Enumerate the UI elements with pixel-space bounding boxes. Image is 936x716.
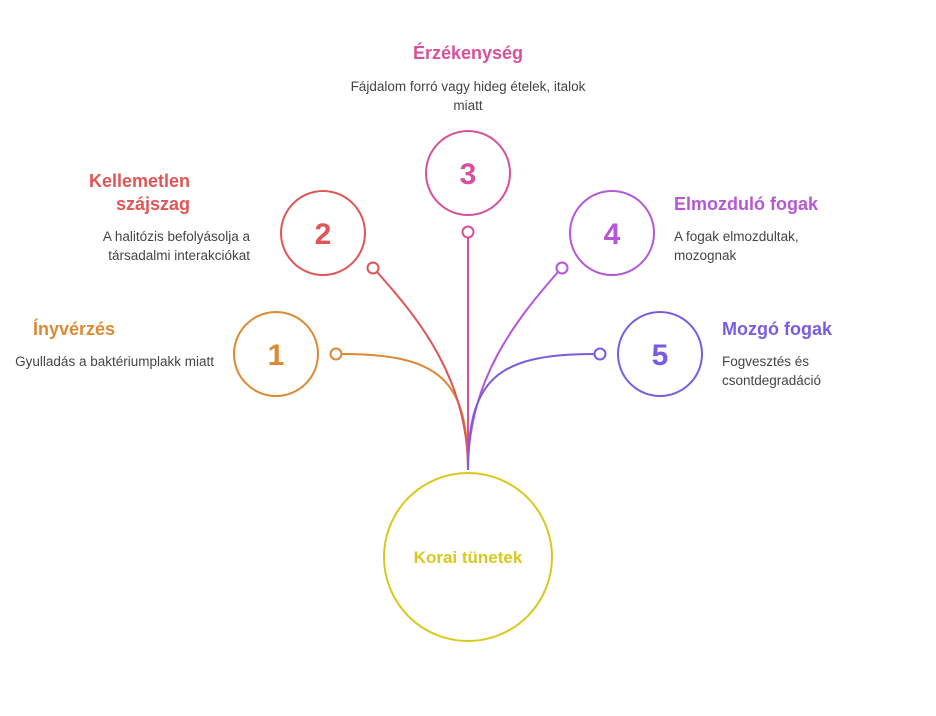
node-circle-4 bbox=[569, 190, 655, 276]
node-number-3: 3 bbox=[460, 158, 477, 191]
node-circle-3 bbox=[425, 130, 511, 216]
anchor-dot-3 bbox=[461, 225, 475, 239]
node-number-2: 2 bbox=[315, 218, 332, 251]
item-5-title: Mozgó fogak bbox=[722, 319, 832, 339]
item-4-description: A fogak elmozdultak, mozognak bbox=[674, 229, 799, 263]
node-number-5: 5 bbox=[652, 339, 669, 372]
item-3-title: Érzékenység bbox=[412, 43, 524, 63]
node-number-4: 4 bbox=[604, 218, 621, 251]
connector-4 bbox=[467, 271, 559, 471]
item-2-description: A halitózis befolyásolja a társadalmi in… bbox=[102, 229, 250, 263]
anchor-dot-2 bbox=[366, 261, 380, 275]
center-circle bbox=[383, 472, 553, 642]
item-3-description: Fájdalom forró vagy hideg ételek, italok… bbox=[350, 79, 586, 113]
anchor-dot-5 bbox=[593, 347, 607, 361]
item-2-title: Kellemetlen szájszag bbox=[88, 171, 190, 214]
item-4-title: Elmozduló fogak bbox=[674, 194, 818, 214]
node-circle-5 bbox=[617, 311, 703, 397]
item-5-description: Fogvesztés és csontdegradáció bbox=[722, 354, 822, 388]
anchor-dot-4 bbox=[555, 261, 569, 275]
item-1-description: Gyulladás a baktériumplakk miatt bbox=[15, 354, 214, 369]
connector-2 bbox=[376, 271, 469, 471]
node-circle-1 bbox=[233, 311, 319, 397]
connector-1 bbox=[341, 353, 469, 471]
center-label: Korai tünetek bbox=[414, 548, 523, 567]
node-circle-2 bbox=[280, 190, 366, 276]
item-1-title: Ínyvérzés bbox=[33, 319, 116, 339]
anchor-dot-1 bbox=[329, 347, 343, 361]
connector-5 bbox=[467, 353, 595, 471]
node-number-1: 1 bbox=[268, 339, 285, 372]
